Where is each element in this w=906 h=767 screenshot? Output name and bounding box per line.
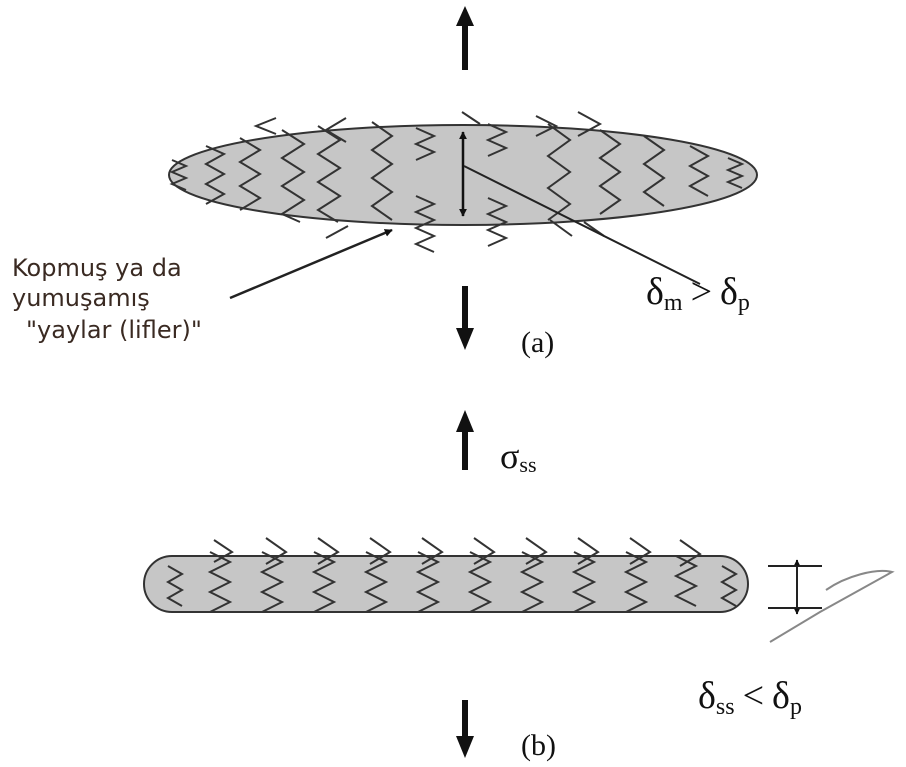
load-arrow-down-a: [456, 286, 474, 350]
delta-leader-line-a: [463, 165, 701, 285]
annotation-line-2: yumuşamış: [12, 284, 150, 312]
relation-b: δss<δp: [698, 675, 802, 720]
panel-b: δss<δp (b): [143, 537, 895, 762]
caption-b: (b): [521, 729, 556, 762]
bridging-fibers-b: [165, 537, 739, 613]
crack-opening-dimension-b: [768, 559, 895, 643]
load-arrow-down-b: [456, 700, 474, 758]
annotation-line-3: "yaylar (lifler)": [26, 316, 202, 344]
caption-a: (a): [521, 326, 554, 359]
load-arrow-up-a: [456, 6, 474, 70]
annotation-leader-line: [229, 228, 393, 300]
relation-a: δm>δp: [646, 271, 750, 316]
panel-a: Kopmuş ya da yumuşamış "yaylar (lifler)"…: [12, 6, 758, 359]
closed-crack-shape: [143, 555, 749, 613]
bridging-fibers-a: [169, 111, 745, 253]
stress-indicator: σss: [456, 410, 537, 477]
annotation-line-1: Kopmuş ya da: [12, 254, 182, 282]
stress-label: σss: [500, 436, 537, 477]
